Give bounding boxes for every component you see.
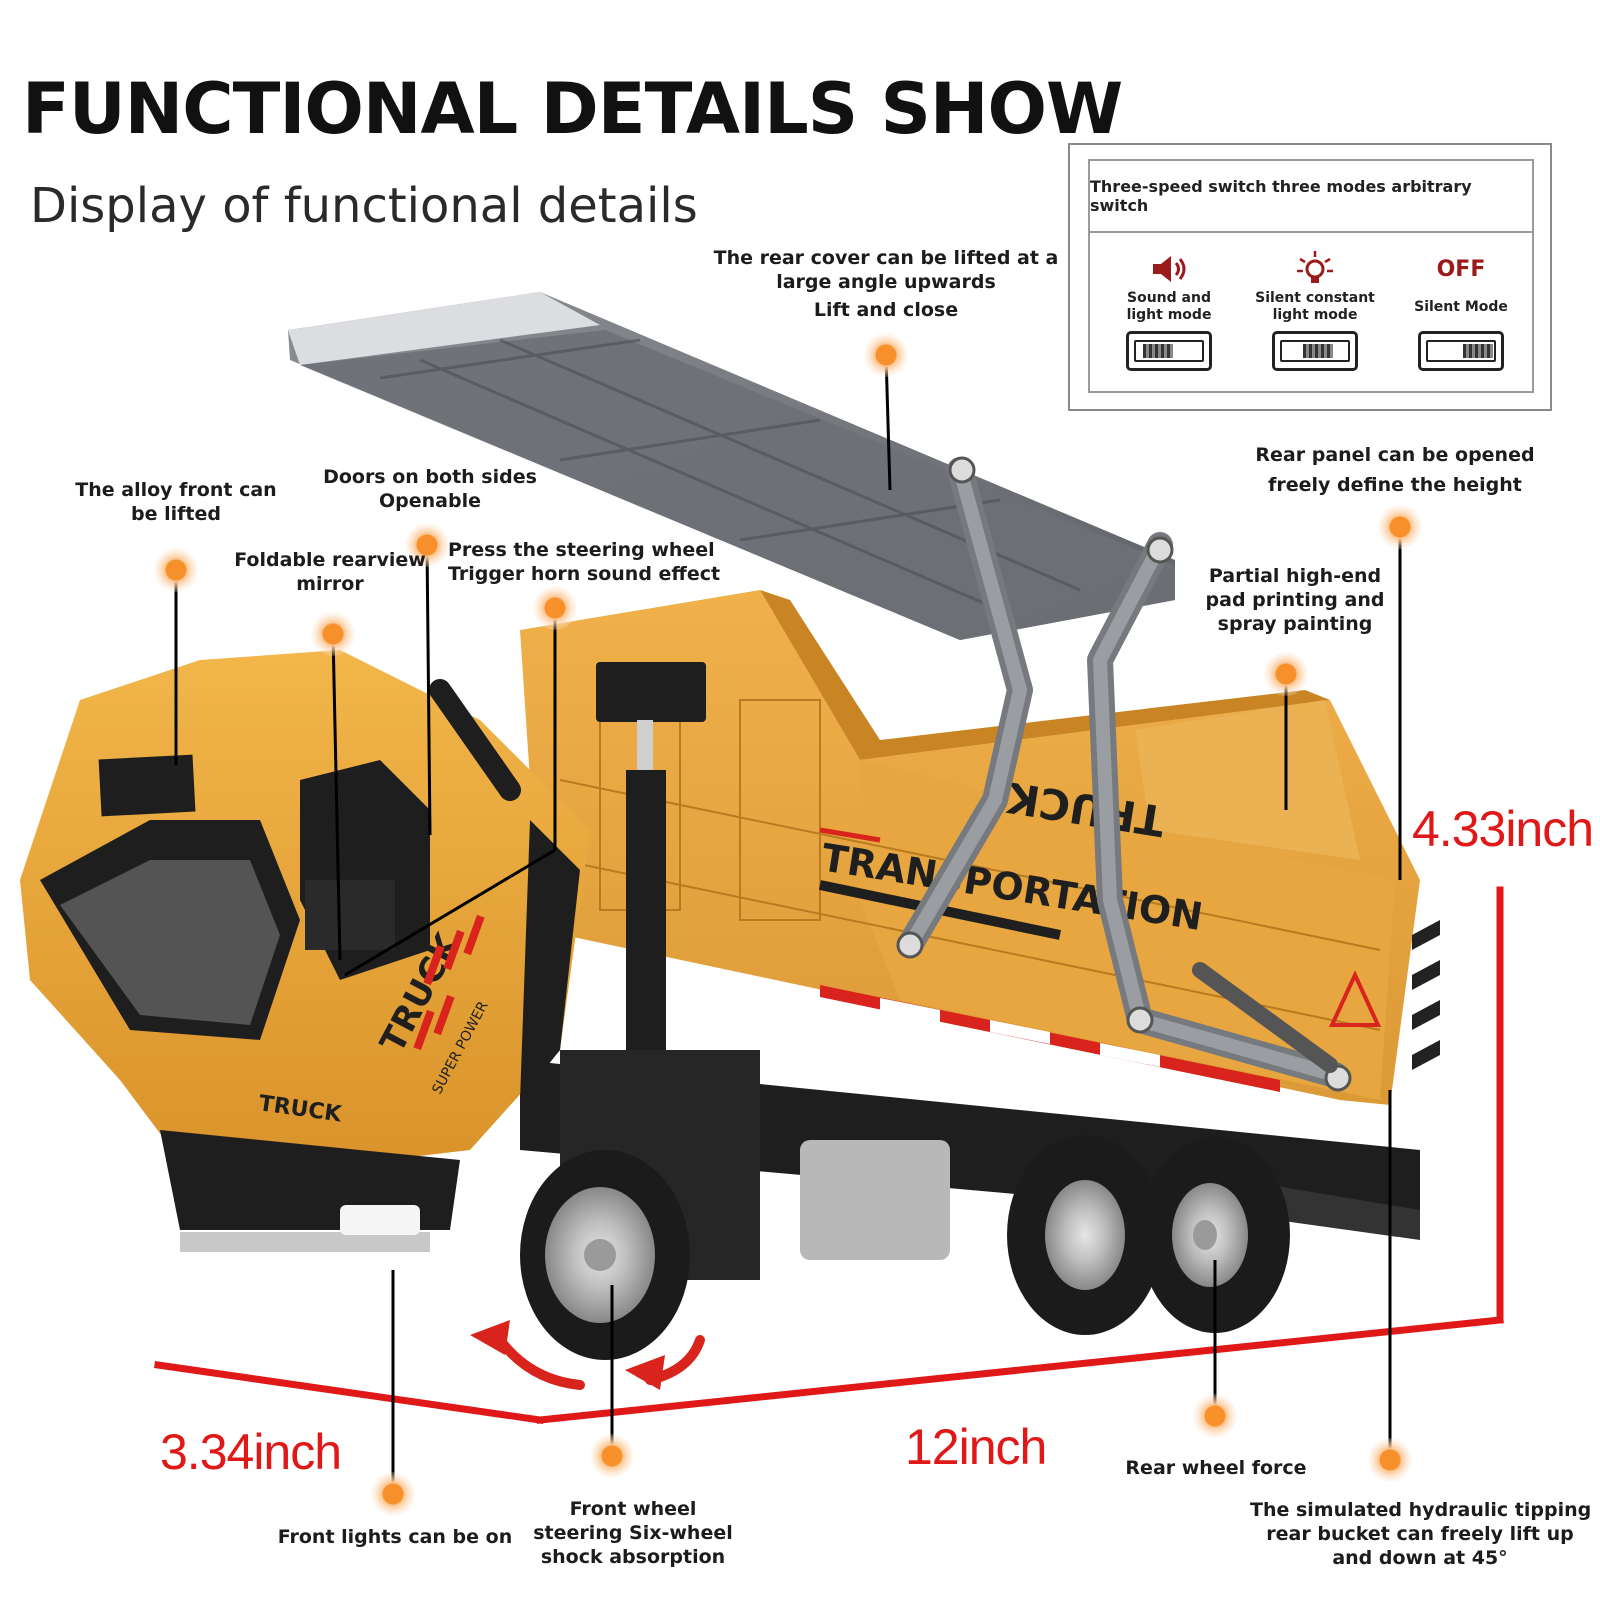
callout-rear-cover: The rear cover can be lifted at a large … [700,246,1072,322]
callout-hydraulic-line-2: rear bucket can freely lift up [1266,1523,1574,1545]
page-title: FUNCTIONAL DETAILS SHOW [22,68,1123,150]
callout-doors-line-1: Doors on both sides [323,466,537,488]
callout-hydraulic-line-3: and down at 45° [1332,1547,1508,1569]
dimension-length: 12inch [905,1419,1047,1475]
dimension-width: 3.34inch [160,1424,342,1480]
callout-front-wheel: Front wheel steering Six-wheel shock abs… [530,1497,736,1569]
mode-silent-light-label-1: Silent constant [1255,290,1375,306]
wheels [520,1135,1290,1360]
callout-dot-steering [533,586,577,630]
mode-silent-light-switch[interactable] [1272,331,1358,371]
callout-rear-cover-line-2: large angle upwards [776,271,996,293]
callout-rear-wheel: Rear wheel force [1118,1456,1314,1480]
callout-alloy-front-line-1: The alloy front can [75,479,277,501]
mode-silent-light-label-2: light mode [1272,307,1358,323]
hydraulic-cylinder [596,662,706,1090]
dimension-height: 4.33inch [1412,801,1594,857]
callout-dot-doors [405,523,449,567]
mode-switch-heading: Three-speed switch three modes arbitrary… [1090,161,1532,233]
callout-rear-cover-line-3: Lift and close [813,299,959,321]
callout-mirror-line-1: Foldable rearview [234,549,426,571]
steering-arrow [470,1320,705,1390]
callout-dot-hydraulic [1368,1438,1412,1482]
callout-dot-front-lights [371,1472,415,1516]
mode-sound-light: Sound and light mode [1104,249,1234,371]
callout-doors: Doors on both sides Openable [318,465,542,513]
mode-switch-panel: Three-speed switch three modes arbitrary… [1068,143,1552,411]
mode-sound-light-label-2: light mode [1126,307,1212,323]
mode-sound-light-label-1: Sound and [1127,290,1211,306]
callout-dot-rear-wheel [1193,1394,1237,1438]
callout-hydraulic: The simulated hydraulic tipping rear buc… [1250,1498,1592,1570]
callout-dot-alloy-front [154,548,198,592]
callout-steering-horn: Press the steering wheel Trigger horn so… [448,538,721,586]
callout-mirror-line-2: mirror [296,573,364,595]
callout-dot-pad-printing [1264,652,1308,696]
callout-rear-panel-line-2: freely define the height [1268,474,1522,496]
callout-doors-line-2: Openable [379,490,481,512]
callout-front-lights-line-1: Front lights can be on [277,1526,513,1548]
callout-rear-wheel-line-1: Rear wheel force [1125,1457,1307,1479]
mode-silent-light: Silent constant light mode [1250,249,1380,371]
callout-dot-rear-cover [864,333,908,377]
callout-front-wheel-line-2: steering Six-wheel [533,1522,733,1544]
mode-silent: OFF Silent Mode [1396,249,1526,371]
mode-sound-light-switch[interactable] [1126,331,1212,371]
callout-rear-panel-line-1: Rear panel can be opened [1255,444,1535,466]
callout-front-lights: Front lights can be on [270,1525,520,1549]
page-subtitle: Display of functional details [30,178,698,234]
callout-pad-printing-line-1: Partial high-end [1208,565,1382,587]
callout-hydraulic-line-1: The simulated hydraulic tipping [1250,1499,1592,1521]
mode-switch-inner: Three-speed switch three modes arbitrary… [1088,159,1534,393]
callout-alloy-front: The alloy front can be lifted [66,478,286,526]
callout-pad-printing-line-2: pad printing and [1205,589,1385,611]
rear-cover [288,292,1175,640]
callout-dot-mirror [311,612,355,656]
dimension-lines [154,886,1504,1424]
speaker-icon [1104,249,1234,289]
callout-lines [174,354,1402,1488]
callout-dot-front-wheel [590,1434,634,1478]
callout-steering-horn-line-2: Trigger horn sound effect [448,563,721,585]
cab: TRUCK SUPER POWER TRUCK [20,650,590,1252]
callout-front-wheel-line-1: Front wheel [569,1498,697,1520]
mode-silent-label: Silent Mode [1414,298,1508,315]
off-text-icon: OFF [1436,256,1486,282]
callout-dots [154,333,1422,1516]
mode-silent-switch[interactable] [1418,331,1504,371]
callout-rear-panel: Rear panel can be opened freely define t… [1250,440,1540,500]
callout-pad-printing: Partial high-end pad printing and spray … [1200,564,1390,636]
callout-mirror: Foldable rearview mirror [230,548,430,596]
callout-dot-rear-panel [1378,505,1422,549]
callout-front-wheel-line-3: shock absorption [540,1546,726,1568]
lift-arms [896,456,1352,1092]
callout-pad-printing-line-3: spray painting [1217,613,1373,635]
callout-steering-horn-line-1: Press the steering wheel [448,539,715,561]
callout-alloy-front-line-2: be lifted [131,503,221,525]
light-bulb-icon [1250,249,1380,289]
callout-rear-cover-line-1: The rear cover can be lifted at a [713,247,1059,269]
